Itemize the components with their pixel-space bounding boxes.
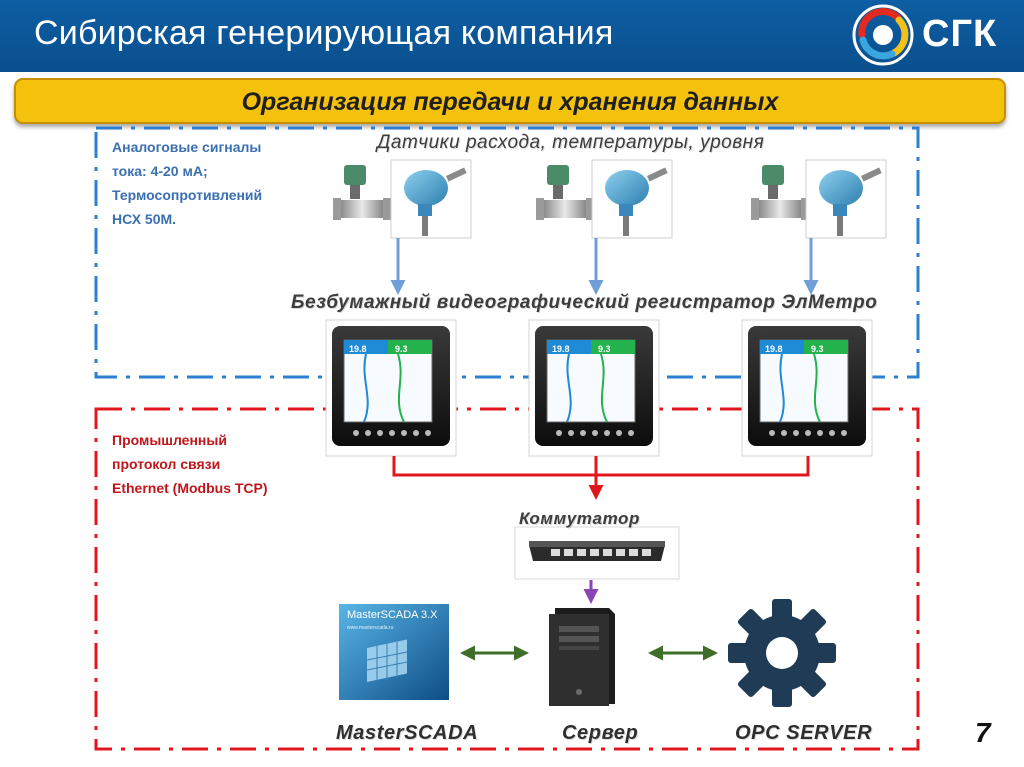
server-tower-icon xyxy=(549,608,615,706)
analog-signals-note: Аналоговые сигналы тока: 4-20 мА; Термос… xyxy=(112,135,312,231)
flowmeter-icon xyxy=(751,165,809,220)
temperature-sensor-icon xyxy=(404,167,467,236)
note-line: НСХ 50М. xyxy=(112,211,177,227)
gear-icon xyxy=(728,599,836,707)
scada-caption: MasterSCADA xyxy=(336,722,479,744)
note-line: Промышленный xyxy=(112,432,227,448)
sensors-caption: Датчики расхода, температуры, уровня xyxy=(377,132,765,153)
switch-caption: Коммутатор xyxy=(519,509,641,528)
note-line: Ethernet (Modbus TCP) xyxy=(112,480,268,496)
network-switch-icon xyxy=(514,526,680,580)
sensor-group-3 xyxy=(751,159,887,239)
company-title: Сибирская генерирующая компания xyxy=(34,14,614,52)
ethernet-bus xyxy=(392,456,810,500)
temperature-sensor-icon xyxy=(605,167,668,236)
flowmeter-icon xyxy=(536,165,594,220)
screen-value-left: 19.8 xyxy=(765,344,783,354)
recorder-icon xyxy=(325,319,457,457)
recorder-icon xyxy=(528,319,660,457)
note-line: тока: 4-20 мА; xyxy=(112,163,208,179)
section-banner: Организация передачи и хранения данных xyxy=(14,78,1006,124)
note-line: Аналоговые сигналы xyxy=(112,139,262,155)
note-line: Термосопротивлений xyxy=(112,187,263,203)
logo-text: СГК xyxy=(922,13,998,55)
screen-value-right: 9.3 xyxy=(395,344,408,354)
slide-header: Сибирская генерирующая компания СГК xyxy=(0,0,1024,72)
recorder-caption: Безбумажный видеографический регистратор… xyxy=(291,292,878,313)
screen-value-left: 19.8 xyxy=(552,344,570,354)
scada-software-icon: MasterSCADA 3.X www.masterscada.ru xyxy=(339,604,449,700)
screen-value-left: 19.8 xyxy=(349,344,367,354)
scada-brand: MasterSCADA 3.X xyxy=(347,609,438,621)
server-caption: Сервер xyxy=(562,722,639,744)
scada-url: www.masterscada.ru xyxy=(347,625,394,631)
sensor-group-2 xyxy=(536,159,673,239)
protocol-note: Промышленный протокол связи Ethernet (Mo… xyxy=(112,428,322,500)
opc-caption: OPC SERVER xyxy=(735,722,873,744)
screen-value-right: 9.3 xyxy=(811,344,824,354)
temperature-sensor-icon xyxy=(819,167,882,236)
sensor-group-1 xyxy=(333,159,472,239)
screen-value-right: 9.3 xyxy=(598,344,611,354)
flowmeter-icon xyxy=(333,165,391,220)
page-number: 7 xyxy=(975,717,991,748)
note-line: протокол связи xyxy=(112,456,221,472)
banner-title: Организация передачи и хранения данных xyxy=(241,88,779,116)
sgk-logo-icon xyxy=(852,4,914,66)
recorder-icon xyxy=(741,319,873,457)
